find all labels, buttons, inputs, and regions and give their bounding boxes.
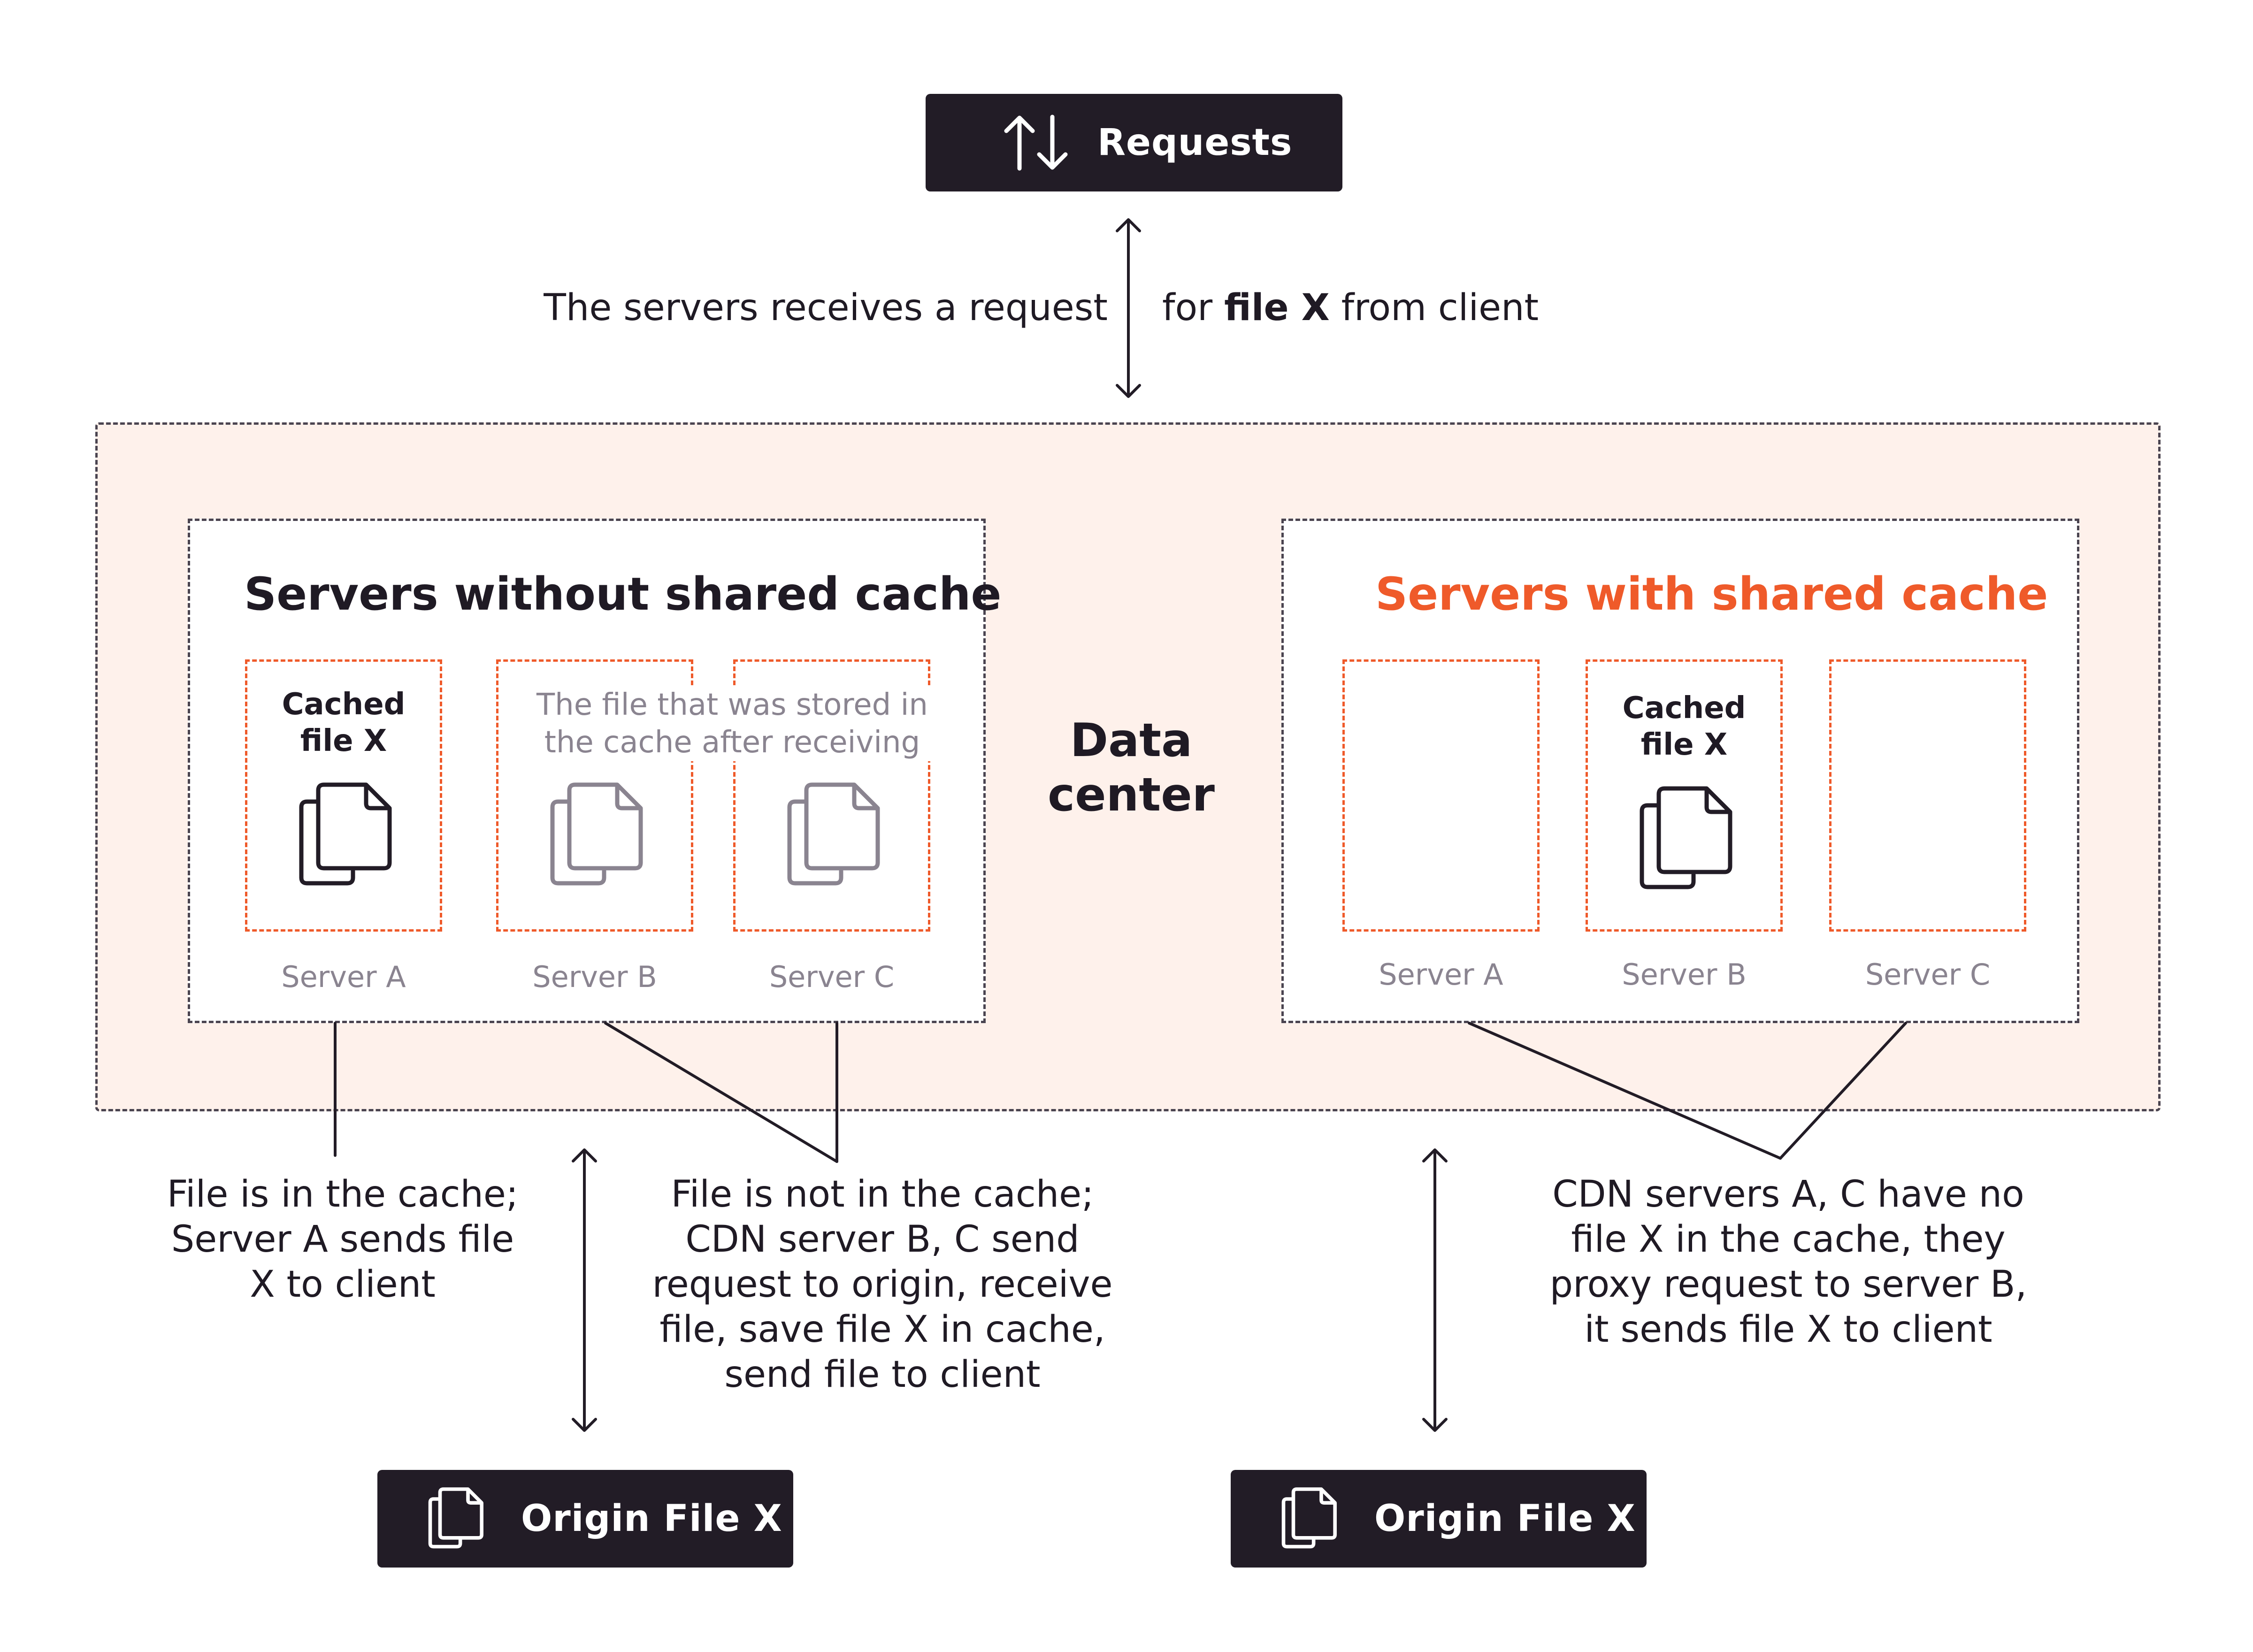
caption-cache-miss: File is not in the cache; CDN server B, …: [605, 1172, 1159, 1397]
panel-without-shared-cache: [188, 519, 986, 1023]
caption-cache-miss-line5: send file to client: [724, 1354, 1041, 1396]
left-server-b-label: Server B: [532, 960, 657, 994]
panel-title-without-shared-cache: Servers without shared cache: [244, 568, 1002, 620]
right-cached-line1: Cached: [1622, 691, 1746, 726]
request-caption-bold: file X: [1224, 287, 1330, 329]
left-server-b-file-icon: [550, 782, 643, 886]
right-server-a-label: Server A: [1379, 957, 1503, 992]
stored-note-line1: The file that was stored in: [507, 686, 958, 724]
caption-shared-line1: CDN servers A, C have no: [1552, 1173, 2024, 1216]
left-server-a-box: [245, 659, 442, 932]
left-server-c-box: [733, 659, 930, 932]
right-origin-arrow: [1422, 1148, 1448, 1432]
request-caption-left: The servers receives a request: [544, 287, 1108, 329]
panel-title-with-shared-cache: Servers with shared cache: [1375, 568, 2048, 620]
left-server-a-file-icon: [299, 782, 392, 886]
origin-box-left: Origin File X: [377, 1470, 793, 1568]
caption-cache-miss-line3: request to origin, receive: [652, 1263, 1113, 1306]
right-server-c-line: [1779, 1022, 1907, 1160]
files-icon: [428, 1487, 483, 1549]
origin-label-right: Origin File X: [1374, 1498, 1636, 1540]
stored-note-line2: the cache after receiving: [507, 724, 958, 761]
right-server-b-label: Server B: [1622, 957, 1747, 992]
left-server-a-label: Server A: [281, 960, 406, 994]
right-cached-label: Cached file X: [1586, 690, 1783, 763]
right-server-b-file-icon: [1640, 786, 1732, 889]
request-caption-after: from client: [1329, 287, 1539, 329]
caption-cache-hit: File is in the cache; Server A sends fil…: [117, 1172, 568, 1307]
left-server-c-label: Server C: [769, 960, 895, 994]
data-center-label: Data center: [1009, 713, 1253, 822]
files-icon: [1281, 1487, 1337, 1549]
up-down-arrows-icon: [1004, 115, 1068, 171]
stored-note: The file that was stored in the cache af…: [507, 686, 958, 761]
caption-shared-line3: proxy request to server B,: [1549, 1263, 2027, 1306]
left-origin-arrow: [572, 1148, 597, 1432]
origin-box-right: Origin File X: [1231, 1470, 1647, 1568]
right-server-a-box: [1342, 659, 1540, 932]
caption-shared: CDN servers A, C have no file X in the c…: [1502, 1172, 2075, 1352]
left-server-b-line: [604, 1022, 838, 1163]
request-caption-right: for file X from client: [1162, 285, 1678, 330]
caption-shared-line4: it sends file X to client: [1584, 1308, 1992, 1351]
requests-label: Requests: [1097, 122, 1293, 164]
right-server-a-line: [1468, 1022, 1782, 1160]
left-cached-line2: file X: [300, 724, 387, 758]
left-server-c-file-icon: [787, 782, 880, 886]
caption-shared-line2: file X in the cache, they: [1571, 1218, 2006, 1261]
caption-cache-miss-line1: File is not in the cache;: [671, 1173, 1094, 1216]
caption-cache-miss-line2: CDN server B, C send: [685, 1218, 1080, 1261]
caption-cache-miss-line4: file, save file X in cache,: [659, 1308, 1105, 1351]
right-server-b-box: [1586, 659, 1783, 932]
data-center-line1: Data: [1070, 714, 1193, 767]
right-cached-line2: file X: [1640, 727, 1728, 762]
request-caption-middle: for: [1162, 287, 1225, 329]
caption-cache-hit-line2: Server A sends file: [171, 1218, 514, 1261]
panel-with-shared-cache: [1281, 519, 2079, 1023]
left-cached-label: Cached file X: [245, 686, 442, 759]
left-cached-line1: Cached: [282, 687, 406, 722]
caption-cache-hit-line3: X to client: [250, 1263, 436, 1306]
caption-cache-hit-line1: File is in the cache;: [167, 1173, 519, 1216]
right-server-c-label: Server C: [1865, 957, 1991, 992]
left-server-b-box: [496, 659, 693, 932]
requests-box: Requests: [926, 94, 1342, 191]
request-arrow: [1116, 218, 1141, 398]
right-server-c-box: [1829, 659, 2026, 932]
data-center-line2: center: [1048, 768, 1215, 822]
origin-label-left: Origin File X: [521, 1498, 782, 1540]
